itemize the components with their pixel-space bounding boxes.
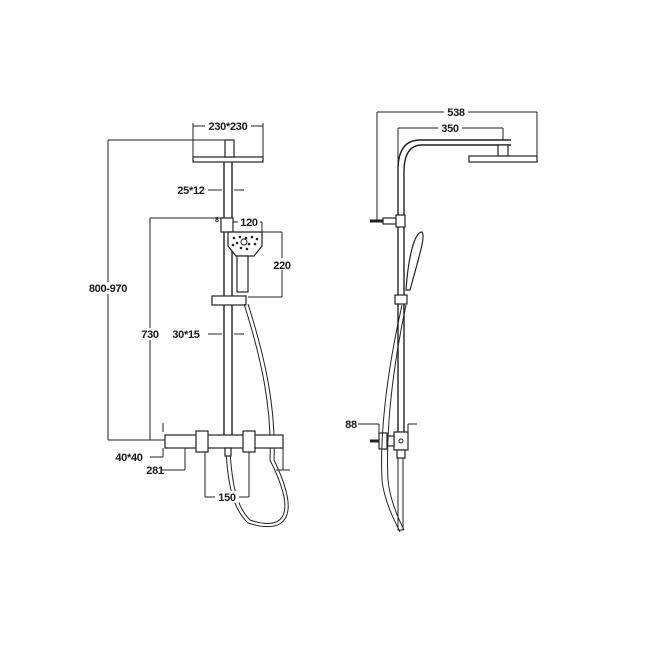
top-bracket: [220, 217, 234, 233]
dim-hand-shower-length: 220: [273, 260, 291, 272]
dim-mixer-section: 40*40: [115, 452, 142, 464]
hand-shower-handle: [236, 255, 249, 293]
mixer-bar: [164, 434, 284, 449]
front-view: 230*230 25*12 800-970 730 8: [84, 119, 294, 528]
wall-bracket-top: [382, 217, 398, 225]
left-knob: [195, 430, 209, 453]
dim-hand-shower-width: 120: [240, 217, 258, 229]
dim-mixer-length: 281: [146, 465, 164, 477]
side-view: 538 350 88: [345, 105, 538, 533]
side-head-connector: [497, 144, 509, 157]
dim-head-size: 230*230: [209, 121, 248, 133]
side-mixer: [393, 431, 409, 451]
side-hand-shower: [405, 231, 424, 291]
side-hose: [381, 304, 403, 533]
head-connector: [224, 139, 235, 158]
dim-inlet-centers: 150: [218, 492, 236, 504]
dim-total-projection: 538: [447, 107, 465, 119]
shower-arm: [397, 139, 511, 440]
side-rain-head: [468, 155, 538, 163]
right-knob: [242, 430, 256, 453]
outlet: [224, 447, 232, 457]
svg-text:8: 8: [215, 217, 219, 224]
slider-bracket: [211, 295, 247, 306]
side-knob: [378, 432, 388, 450]
dim-slide-bar: 30*15: [172, 329, 199, 341]
dim-riser-pipe: 25*12: [177, 185, 204, 197]
dim-total-height: 800-970: [89, 283, 127, 295]
side-slider: [394, 294, 408, 305]
dim-bar-height: 730: [141, 329, 159, 341]
dim-arm-projection: 350: [441, 123, 459, 135]
rain-head: [192, 156, 264, 163]
dim-wall-offset: 88: [345, 419, 357, 431]
